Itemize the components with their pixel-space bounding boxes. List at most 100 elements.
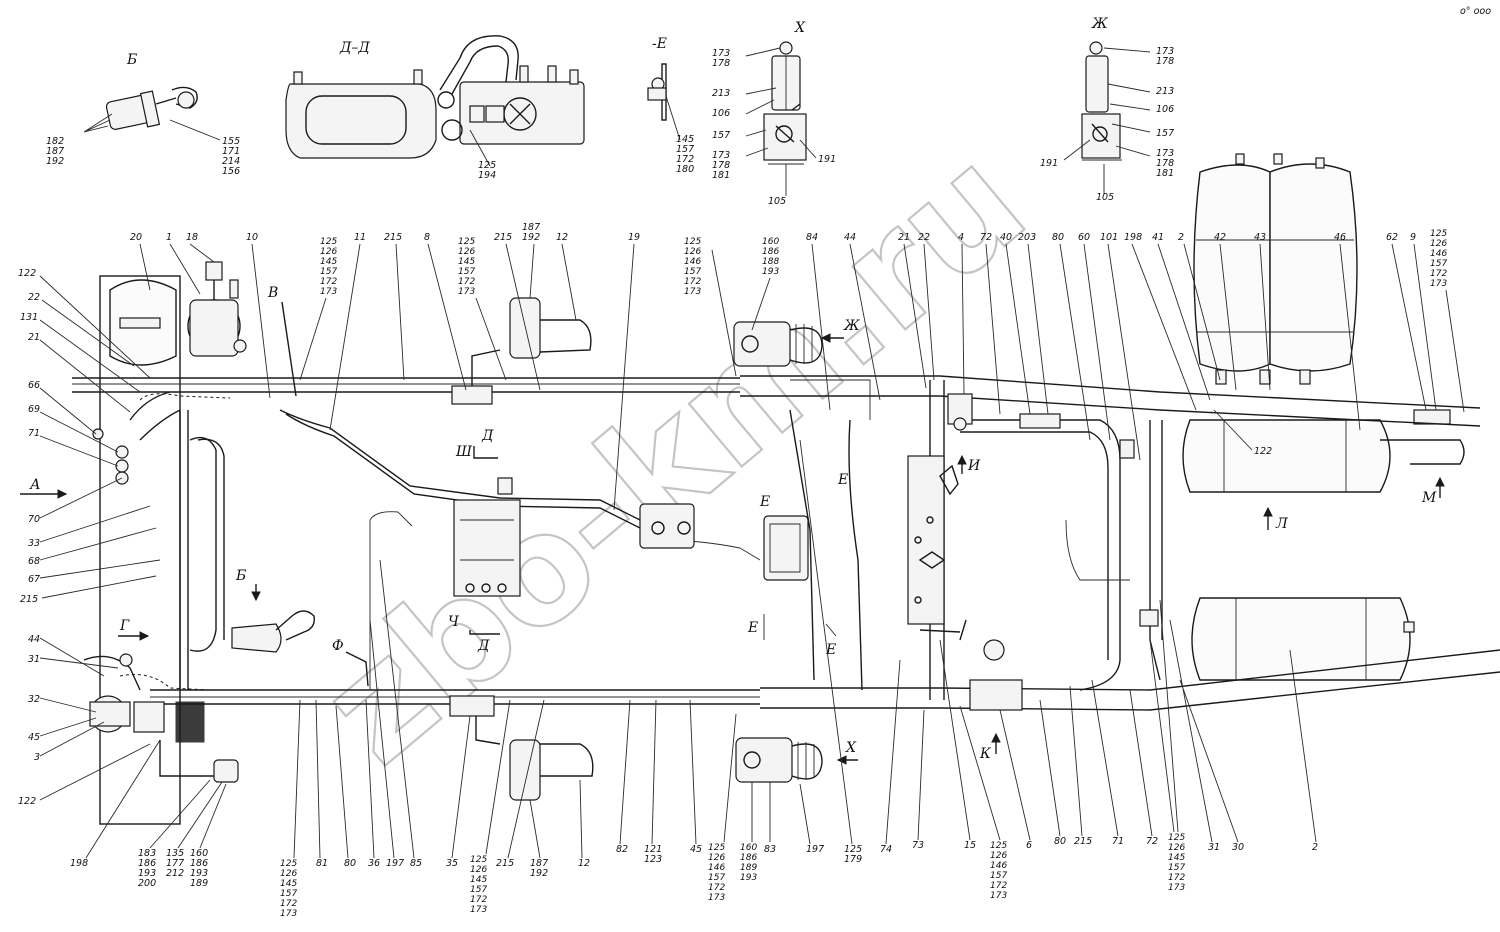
label-x-173b: 173 [712,150,730,161]
corner-mark: о° ооо [1460,6,1491,17]
label-bt-160: 160 [190,848,208,859]
label-b-214: 214 [222,156,240,167]
label-x-178: 178 [712,58,730,69]
detail-view-x: Х 173 178 213 106 157 173 178 181 191 10… [712,20,836,207]
label-bt-125f: 125 [1168,833,1185,843]
label-bt-157b: 157 [470,885,487,895]
label-t-173a: 173 [320,287,337,297]
twin-air-tanks [1193,153,1358,385]
label-9: 9 [1410,232,1416,243]
label-e-145: 145 [676,134,694,145]
label-20: 20 [130,232,142,243]
label-bt-36: 36 [368,858,380,869]
label-l-69: 69 [28,404,40,415]
label-bt-173f: 173 [1168,883,1185,893]
label-l-215: 215 [20,594,38,605]
label-b-187: 187 [46,146,64,157]
view-d-low: Д [477,638,490,654]
label-bt-145a: 145 [280,879,297,889]
label-t-157b: 157 [458,267,475,277]
label-l-45: 45 [28,732,40,743]
label-l-32: 32 [28,694,40,705]
top-labels: 20 1 18 10 125 126 145 157 172 173 11 21… [130,222,1465,511]
label-b-182: 182 [46,136,64,147]
label-l-131: 131 [20,312,38,323]
label-bt-146c: 146 [708,863,725,873]
label-x-191: 191 [818,154,836,165]
label-t-2: 2 [1178,232,1184,243]
label-bt-215: 215 [496,858,514,869]
label-1: 1 [166,232,172,243]
label-zh-105: 105 [1096,192,1114,203]
label-t-12: 12 [556,232,568,243]
label-t-173d: 173 [1430,279,1447,289]
label-r-122: 122 [1254,446,1272,457]
components-middle [449,297,823,801]
label-t-125b: 125 [458,237,475,247]
label-t-157c: 157 [684,267,701,277]
label-t-21: 21 [898,232,910,243]
label-t-198: 198 [1124,232,1142,243]
label-zh-157: 157 [1156,128,1174,139]
view-dd-title: Д–Д [339,40,370,56]
label-t-80: 80 [1052,232,1064,243]
label-t-172a: 172 [320,277,337,287]
label-bt-121: 121 [644,844,662,855]
label-bt-126b: 126 [470,865,487,875]
label-bt-126f: 126 [1168,843,1185,853]
view-d-top: Д [481,428,494,444]
label-x-213: 213 [712,88,730,99]
label-x-105: 105 [768,196,786,207]
label-bt-80b: 80 [1054,836,1066,847]
label-zh-106: 106 [1156,104,1174,115]
left-labels: 122 22 131 21 66 69 71 70 33 68 67 215 4… [18,268,1272,807]
label-bt-157a: 157 [280,889,297,899]
view-b-lower: Б [235,568,246,584]
label-bt-146e: 146 [990,861,1007,871]
label-bt-172b: 172 [470,895,487,905]
label-b-155: 155 [222,136,240,147]
air-tank-right-upper [1182,409,1465,493]
label-b-192: 192 [46,156,64,167]
label-bt-193c: 193 [740,873,757,883]
label-bt-82: 82 [616,844,628,855]
label-bt-157c: 157 [708,873,725,883]
label-b-156: 156 [222,166,240,177]
view-e3: Е [747,620,758,636]
label-60: 60 [1078,232,1090,243]
label-t-126a: 126 [320,247,337,257]
label-19: 19 [628,232,640,243]
label-x-181: 181 [712,170,730,181]
label-bt-85: 85 [410,858,422,869]
view-e1: Е [759,494,770,510]
label-b-171: 171 [222,146,240,157]
label-bt-83: 83 [764,844,776,855]
label-10: 10 [246,232,258,243]
label-e-180: 180 [676,164,694,175]
label-zh-178: 178 [1156,56,1174,67]
label-l-33: 33 [28,538,40,549]
label-l-22: 22 [28,292,40,303]
components-left [83,261,315,783]
label-bt-173b: 173 [470,905,487,915]
label-8: 8 [424,232,430,243]
label-x-178b: 178 [712,160,730,171]
label-bt-125d: 125 [844,844,862,855]
view-m: М [1421,490,1437,506]
view-e-title: -Е [652,36,667,52]
label-bt-71: 71 [1112,836,1124,847]
label-41: 41 [1152,232,1164,243]
label-bt-125e: 125 [990,841,1007,851]
label-bt-172f: 172 [1168,873,1185,883]
view-b-title: Б [126,52,137,68]
label-bt-189c: 189 [740,863,757,873]
label-t-173c: 173 [684,287,701,297]
label-bt-177: 177 [166,858,184,869]
view-ch: Ч [448,614,460,630]
label-bt-123: 123 [644,854,662,865]
label-zh-178b: 178 [1156,158,1174,169]
label-zh-173b: 173 [1156,148,1174,159]
label-x-173: 173 [712,48,730,59]
view-f: Ф [332,638,344,654]
